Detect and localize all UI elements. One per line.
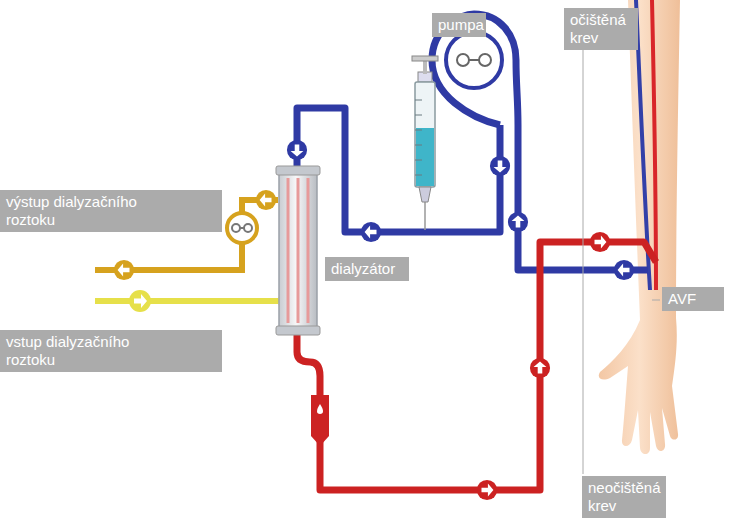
label-text: AVF — [668, 290, 718, 308]
dialyzer — [276, 166, 320, 335]
unclean-blood-tube — [297, 232, 656, 500]
label-text: očištěná krev — [570, 11, 632, 47]
leader-line — [583, 48, 584, 474]
leader-line — [652, 300, 660, 301]
avf-label: AVF — [662, 287, 724, 311]
pump-label: pumpa — [432, 13, 486, 37]
label-text: výstup dialyzačního roztoku — [6, 193, 182, 229]
clean-blood-label: očištěná krev — [564, 8, 638, 50]
clean-blood-tube — [287, 14, 648, 280]
dialysate-inlet — [95, 290, 300, 312]
label-text: vstup dialyzačního roztoku — [6, 333, 182, 369]
arm — [599, 0, 680, 454]
label-text: neočištěná krev — [588, 479, 660, 515]
inlet-label: vstup dialyzačního roztoku — [0, 330, 222, 372]
dialyzer-label: dialyzátor — [325, 257, 409, 281]
outlet-label: výstup dialyzačního roztoku — [0, 190, 222, 232]
label-text: dialyzátor — [331, 260, 403, 278]
unclean-blood-label: neočištěná krev — [582, 476, 666, 518]
syringe — [412, 56, 438, 230]
label-text: pumpa — [438, 16, 480, 34]
